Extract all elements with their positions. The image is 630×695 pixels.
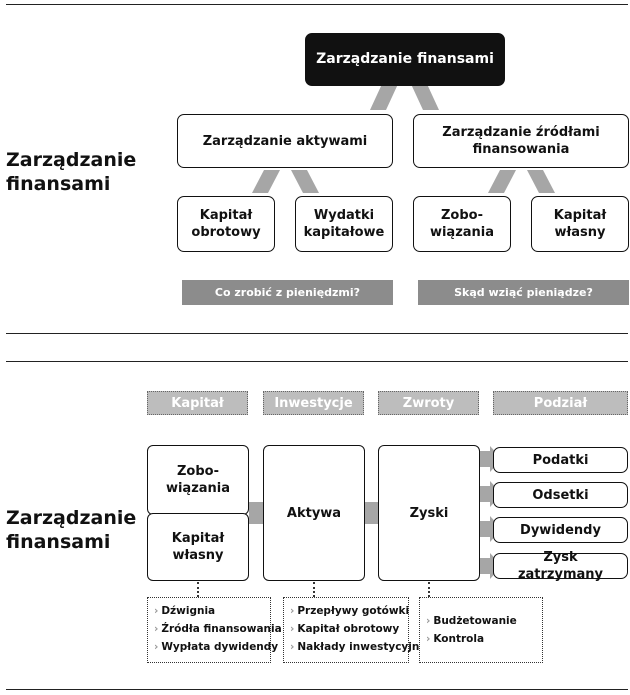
node-zobowiazania: Zobo- wiązania: [147, 445, 249, 515]
chevron-right-icon: ›: [290, 605, 295, 617]
list-item: ›Przepływy gotówki: [290, 605, 410, 617]
question-bar-left: Co zrobić z pieniędzmi?: [182, 280, 393, 305]
bottom-side-title: Zarządzanie finansami: [6, 507, 137, 553]
chevron-right-icon: ›: [154, 641, 159, 653]
arrow-to-zrodlami-right: [527, 170, 555, 193]
list-item: ›Kapitał obrotowy: [290, 623, 400, 635]
middle-rule-2: [6, 361, 628, 362]
node-zyski: Zyski: [378, 445, 480, 581]
top-rule: [6, 4, 628, 5]
root-node: Zarządzanie finansami: [305, 33, 505, 86]
branch-aktywami: Zarządzanie aktywami: [177, 114, 393, 168]
header-inwestycje: Inwestycje: [263, 391, 364, 415]
middle-rule-1: [6, 333, 628, 334]
header-zwroty: Zwroty: [378, 391, 479, 415]
list-item: ›Wypłata dywidendy: [154, 641, 279, 653]
chevron-right-icon: ›: [154, 605, 159, 617]
list-item: ›Kontrola: [426, 633, 485, 645]
leaf-kapital-wlasny: Kapitał własny: [531, 196, 629, 252]
node-kapital-wlasny: Kapitał własny: [147, 513, 249, 581]
connector-kapital-details: [197, 582, 199, 597]
arrow-to-root-left: [370, 84, 398, 110]
header-kapital: Kapitał: [147, 391, 248, 415]
chevron-right-icon: ›: [290, 623, 295, 635]
list-item: ›Nakłady inwestycyjne: [290, 641, 427, 653]
arrow-to-aktywami-left: [252, 170, 280, 193]
list-item: ›Dźwignia: [154, 605, 216, 617]
arrow-to-zysk-zatrzymany: [480, 553, 502, 579]
arrow-to-aktywami-right: [291, 170, 319, 193]
connector-zyski-details: [428, 582, 430, 597]
question-bar-right: Skąd wziąć pieniądze?: [418, 280, 629, 305]
leaf-zobowiazania: Zobo- wiązania: [413, 196, 511, 252]
connector-aktywa-details: [313, 582, 315, 597]
arrow-to-zrodlami-left: [488, 170, 516, 193]
arrow-to-dywidendy: [480, 516, 502, 542]
list-item: ›Budżetowanie: [426, 615, 517, 627]
leaf-kapital-obrotowy: Kapitał obrotowy: [177, 196, 275, 252]
output-podatki: Podatki: [493, 447, 628, 473]
header-podzial: Podział: [493, 391, 628, 415]
chevron-right-icon: ›: [426, 615, 431, 627]
arrow-to-odsetki: [480, 481, 502, 507]
chevron-right-icon: ›: [290, 641, 295, 653]
details-aktywa: ›Przepływy gotówki ›Kapitał obrotowy ›Na…: [283, 597, 427, 663]
list-item: ›Źródła finansowania: [154, 623, 282, 635]
details-zyski: ›Budżetowanie ›Kontrola: [419, 597, 543, 663]
details-kapital: ›Dźwignia ›Źródła finansowania ›Wypłata …: [147, 597, 282, 663]
arrow-to-podatki: [480, 446, 502, 472]
node-aktywa: Aktywa: [263, 445, 365, 581]
chevron-right-icon: ›: [426, 633, 431, 645]
top-side-title: Zarządzanie finansami: [6, 149, 137, 195]
leaf-wydatki-kapitalowe: Wydatki kapitałowe: [295, 196, 393, 252]
bottom-rule: [6, 689, 628, 690]
output-odsetki: Odsetki: [493, 482, 628, 508]
branch-zrodlami: Zarządzanie źródłami finansowania: [413, 114, 629, 168]
arrow-to-root-right: [411, 84, 439, 110]
output-zysk-zatrzymany: Zysk zatrzymany: [493, 550, 628, 582]
chevron-right-icon: ›: [154, 623, 159, 635]
output-dywidendy: Dywidendy: [493, 517, 628, 543]
